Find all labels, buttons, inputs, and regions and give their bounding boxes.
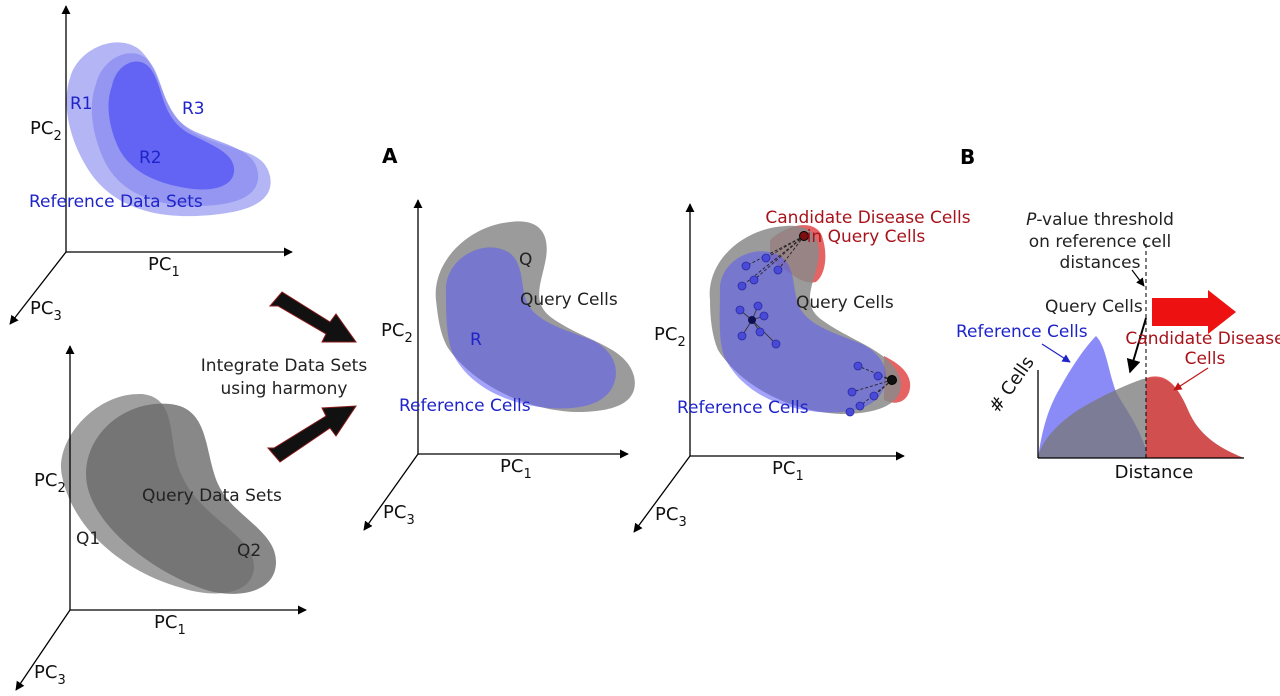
candidate-direction-arrow [1152, 290, 1236, 334]
knn-pc3-label: PC3 [655, 504, 687, 530]
dist-candidate-label-line1: Candidate Disease [1125, 329, 1280, 349]
reference-cells-pointer [1041, 343, 1071, 363]
candidate-point-top [799, 231, 809, 241]
integrate-label-line2: using harmony [220, 379, 347, 399]
ref-z-axis [9, 251, 67, 325]
knn-pc1-label: PC1 [772, 458, 804, 484]
query-cells-pointer [1126, 317, 1147, 374]
q2-label: Q2 [237, 541, 261, 561]
query-pc2-label: PC2 [34, 470, 66, 496]
int-pc2-label: PC2 [381, 320, 413, 346]
r3-label: R3 [182, 99, 205, 119]
dist-query-cells-label: Query Cells [1045, 297, 1143, 317]
reference-plot: R1 R2 R3 Reference Data Sets PC2 PC1 PC3 [9, 5, 293, 325]
integrated-r-label: R [470, 330, 482, 350]
query-cell-point [748, 316, 756, 324]
threshold-label-line1: P-value threshold [1026, 210, 1174, 230]
query-pc1-label: PC1 [154, 612, 186, 638]
q1-label: Q1 [76, 529, 100, 549]
integrate-label-line1: Integrate Data Sets [201, 356, 368, 376]
integrated-reference-blob [445, 247, 616, 409]
arrow-up-right [266, 405, 357, 463]
distance-plot: P-value threshold on reference cell dist… [956, 210, 1280, 483]
int-pc1-label: PC1 [500, 456, 532, 482]
threshold-label-line2: on reference cell [1029, 232, 1171, 252]
knn-plot: Candidate Disease Cells in Query Cells Q… [633, 203, 971, 533]
int-z-axis [363, 453, 419, 531]
dist-xlabel: Distance [1115, 462, 1194, 483]
r2-label: R2 [139, 148, 162, 168]
ref-pc1-label: PC1 [148, 254, 180, 280]
dist-reference-cells-label: Reference Cells [956, 322, 1088, 342]
knn-reference-cells-label: Reference Cells [677, 398, 809, 418]
knn-query-cells-label: Query Cells [796, 293, 894, 313]
arrow-down-right [268, 291, 357, 343]
candidate-distance-region [1146, 376, 1244, 458]
int-pc3-label: PC3 [383, 502, 415, 528]
integrated-plot: Q R Query Cells Reference Cells PC2 PC1 … [363, 199, 635, 531]
query-plot: Query Data Sets Q1 Q2 PC2 PC1 PC3 [15, 345, 307, 691]
threshold-pointer [1131, 269, 1145, 287]
query-set-q2-blob [86, 403, 276, 594]
ref-pc2-label: PC2 [30, 118, 62, 144]
knn-reference-blob [719, 251, 886, 413]
query-z-axis [15, 609, 71, 691]
reference-data-sets-label: Reference Data Sets [29, 192, 203, 212]
candidate-point-right [887, 375, 897, 385]
panel-label-b: B [960, 145, 975, 169]
dist-ylabel: # Cells [985, 353, 1039, 417]
integrated-q-label: Q [519, 250, 532, 270]
query-data-sets-label: Query Data Sets [142, 486, 282, 506]
panel-label-a: A [382, 144, 398, 168]
integrated-query-cells-label: Query Cells [520, 290, 618, 310]
knn-candidate-label-line2: in Query Cells [807, 227, 926, 247]
knn-candidate-label-line1: Candidate Disease Cells [765, 208, 970, 228]
knn-pc2-label: PC2 [654, 324, 686, 350]
reference-set-r2-blob [108, 61, 235, 190]
reference-cell-points [735, 253, 883, 417]
query-pc3-label: PC3 [34, 662, 66, 688]
ref-pc3-label: PC3 [30, 298, 62, 324]
knn-z-axis [633, 455, 691, 533]
r1-label: R1 [70, 94, 93, 114]
threshold-label-line3: distances [1060, 253, 1141, 273]
integration-arrows: Integrate Data Sets using harmony [201, 291, 368, 463]
candidate-pointer [1173, 367, 1209, 391]
integrated-reference-cells-label: Reference Cells [399, 396, 531, 416]
dist-candidate-label-line2: Cells [1185, 349, 1226, 369]
